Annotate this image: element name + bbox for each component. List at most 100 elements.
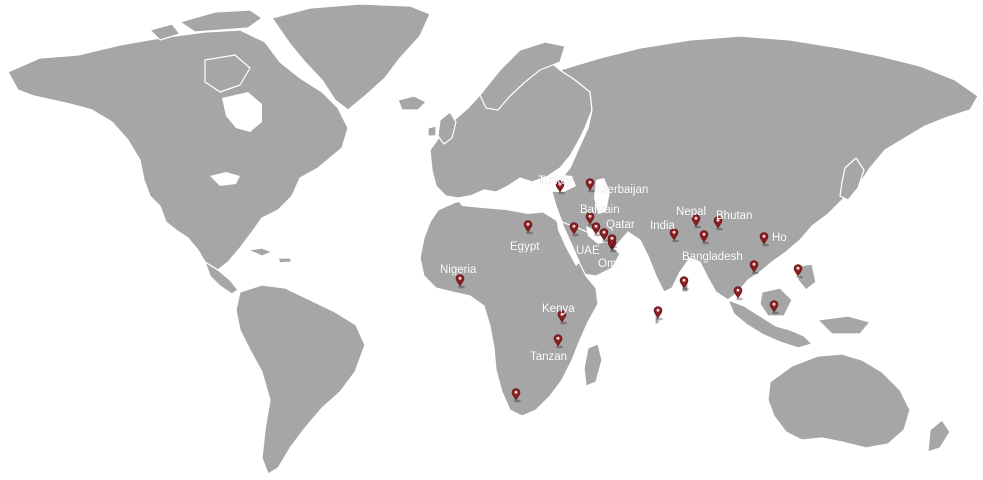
pin-shadow xyxy=(610,245,617,249)
location-marker[interactable] xyxy=(569,222,579,237)
pin-shadow xyxy=(458,285,465,289)
map-pin-icon xyxy=(793,264,803,277)
location-marker[interactable] xyxy=(749,260,759,275)
map-pin-icon xyxy=(455,274,465,287)
location-marker[interactable] xyxy=(511,388,521,403)
location-marker[interactable] xyxy=(591,222,601,237)
pin-shadow xyxy=(656,317,663,321)
pin-shadow xyxy=(588,189,595,193)
scandinavia-landmass xyxy=(479,41,566,111)
pin-highlight xyxy=(702,232,706,236)
pin-shadow xyxy=(602,239,609,243)
indonesia-islands xyxy=(727,263,871,349)
pin-shadow xyxy=(796,275,803,279)
location-label: Om xyxy=(598,258,617,270)
location-marker[interactable] xyxy=(607,234,617,249)
location-marker[interactable] xyxy=(713,216,723,231)
map-pin-icon xyxy=(749,260,759,273)
map-pin-icon xyxy=(713,216,723,229)
map-pin-icon xyxy=(691,214,701,227)
location-marker[interactable] xyxy=(699,230,709,245)
map-pin-icon xyxy=(511,388,521,401)
location-marker[interactable] xyxy=(523,220,533,235)
japan-islands xyxy=(839,157,865,201)
pin-highlight xyxy=(560,312,564,316)
location-marker[interactable] xyxy=(793,264,803,279)
pin-shadow xyxy=(572,233,579,237)
pin-shadow xyxy=(594,233,601,237)
location-label: Bhutan xyxy=(716,210,752,222)
map-pin-icon xyxy=(585,178,595,191)
location-label: Tanzan xyxy=(530,351,567,363)
map-pin-icon xyxy=(591,222,601,235)
location-marker[interactable] xyxy=(769,300,779,315)
location-marker[interactable] xyxy=(557,310,567,325)
location-marker[interactable] xyxy=(759,232,769,247)
map-pin-icon xyxy=(585,212,595,225)
location-marker[interactable] xyxy=(733,286,743,301)
persian-gulf xyxy=(586,226,606,244)
pin-highlight xyxy=(772,302,776,306)
pin-shadow xyxy=(736,297,743,301)
pin-highlight xyxy=(572,224,576,228)
location-label: Ho xyxy=(772,232,787,244)
pin-highlight xyxy=(736,288,740,292)
central-america-landmass xyxy=(204,261,239,295)
map-pin-icon xyxy=(553,334,563,347)
pin-highlight xyxy=(602,230,606,234)
location-label: Bahrain xyxy=(580,204,620,216)
pin-highlight xyxy=(716,218,720,222)
location-label: India xyxy=(650,220,676,232)
location-label: Bangladesh xyxy=(682,251,743,263)
location-marker[interactable] xyxy=(585,178,595,193)
map-pin-icon xyxy=(699,230,709,243)
hudson-bay xyxy=(222,92,262,132)
red-sea xyxy=(556,216,580,266)
pin-highlight xyxy=(558,182,562,186)
arctic-islands xyxy=(149,9,263,93)
location-marker[interactable] xyxy=(669,228,679,243)
location-marker[interactable] xyxy=(599,228,609,243)
pin-highlight xyxy=(610,236,614,240)
south-america-landmass xyxy=(235,284,366,475)
location-label: Qatar xyxy=(606,219,635,231)
location-label: Nepal xyxy=(676,206,706,218)
location-label: UAE xyxy=(576,245,600,257)
australia-landmass xyxy=(767,353,911,449)
pin-shadow xyxy=(556,345,563,349)
pin-highlight xyxy=(796,266,800,270)
pin-shadow xyxy=(514,399,521,403)
pin-highlight xyxy=(588,180,592,184)
continents xyxy=(7,3,979,475)
pin-highlight xyxy=(682,278,686,282)
map-pin-icon xyxy=(599,228,609,241)
map-pin-icon xyxy=(679,276,689,289)
location-marker[interactable] xyxy=(691,214,701,229)
map-pin-icon xyxy=(653,306,663,319)
location-marker[interactable] xyxy=(553,334,563,349)
iceland-landmass xyxy=(397,95,427,111)
map-pin-icon xyxy=(669,228,679,241)
map-pin-icon xyxy=(769,300,779,313)
pin-highlight xyxy=(656,308,660,312)
pin-highlight xyxy=(762,234,766,238)
pin-highlight xyxy=(588,214,592,218)
pin-shadow xyxy=(526,231,533,235)
location-label: Turkey xyxy=(538,175,573,187)
location-markers xyxy=(455,178,803,403)
map-pin-icon xyxy=(733,286,743,299)
location-marker[interactable] xyxy=(455,274,465,289)
pin-shadow xyxy=(762,243,769,247)
location-marker[interactable] xyxy=(555,180,565,195)
location-labels: TurkeyAzerbaijanBahrainQatarUAEOmEgyptNi… xyxy=(440,175,787,364)
pin-highlight xyxy=(458,276,462,280)
new-zealand-islands xyxy=(927,419,951,453)
location-marker[interactable] xyxy=(679,276,689,291)
pin-highlight xyxy=(556,336,560,340)
pin-highlight xyxy=(514,390,518,394)
location-marker[interactable] xyxy=(653,306,663,321)
pin-shadow xyxy=(772,311,779,315)
pin-highlight xyxy=(594,224,598,228)
caspian-sea xyxy=(594,178,610,214)
